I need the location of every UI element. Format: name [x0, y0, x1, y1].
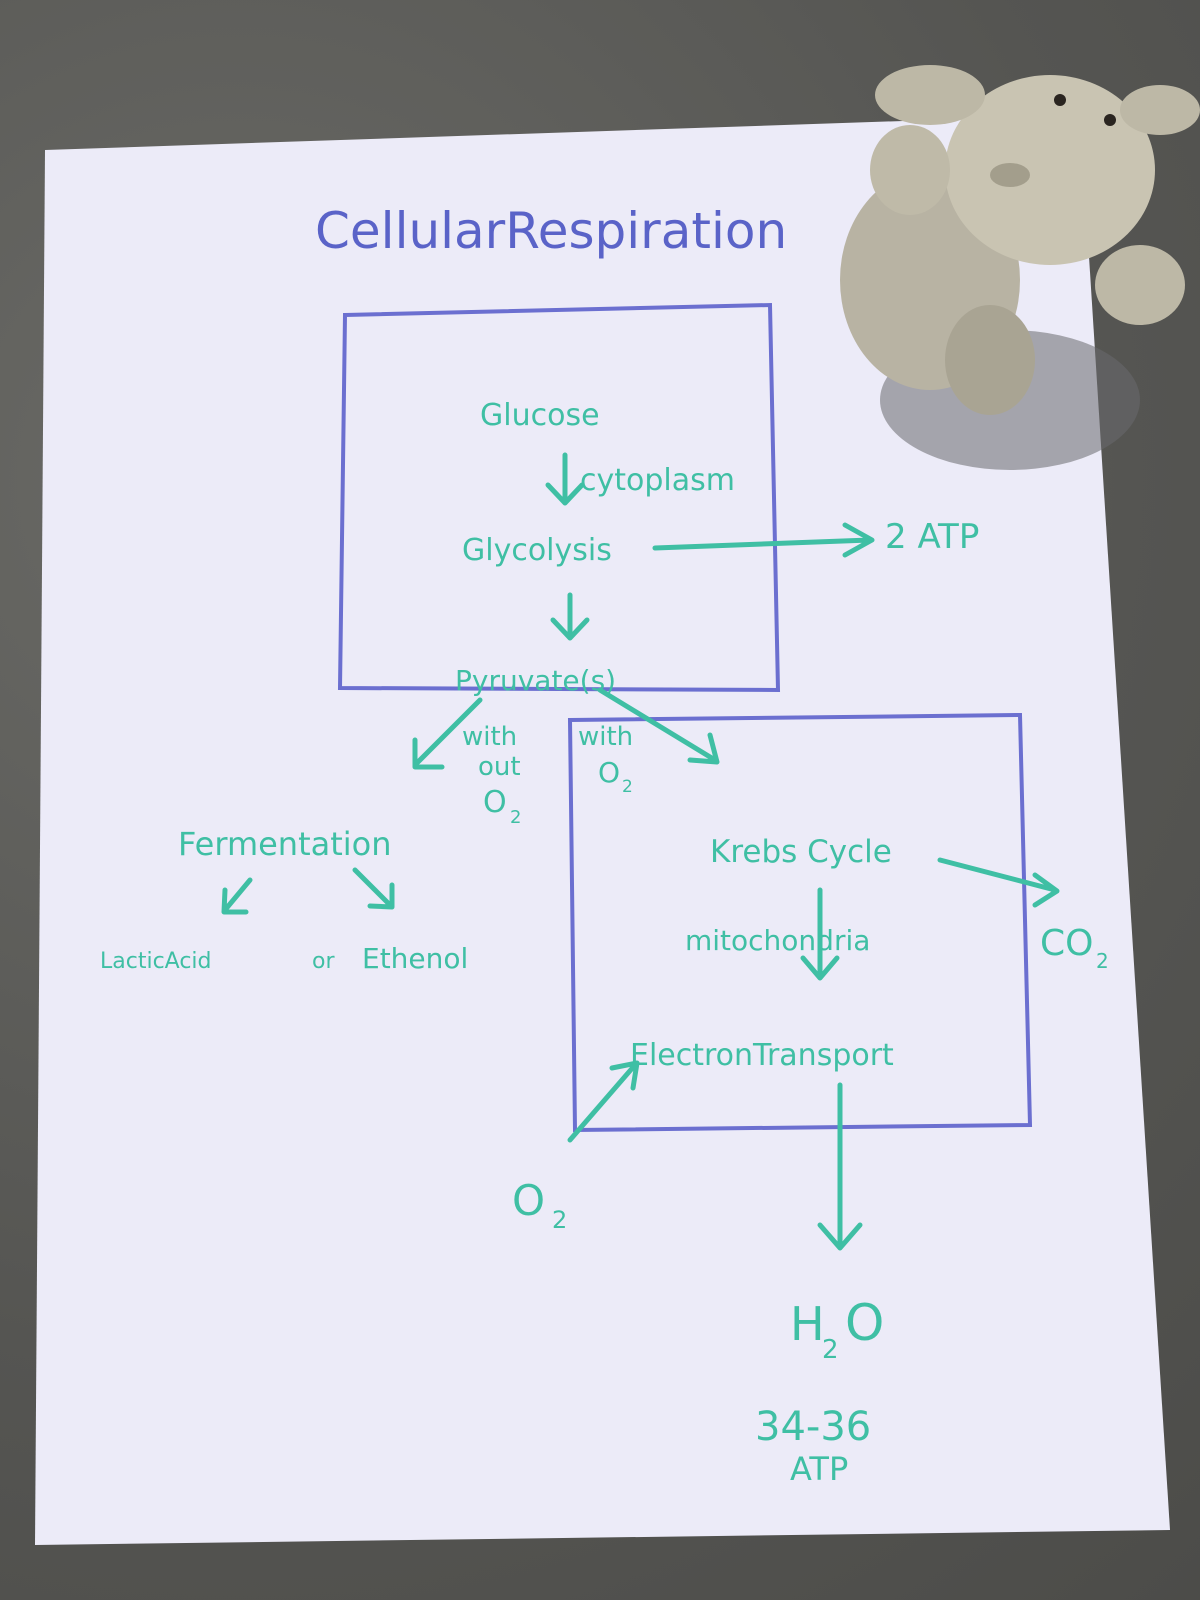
arrow-o2-to-etc: [567, 1060, 640, 1143]
label-electron-transport: ElectronTransport: [630, 1038, 894, 1073]
arrow-etc-to-h2o: [817, 1082, 863, 1251]
label-pyruvate: Pyruvate(s): [455, 664, 616, 697]
mitochondria-box: [567, 712, 1033, 1133]
label-h2o-h: H: [790, 1297, 825, 1351]
label-ethanol: Ethenol: [362, 942, 468, 975]
label-mitochondria: mitochondria: [685, 924, 870, 957]
label-with-o-sub: 2: [622, 777, 633, 797]
label-2-atp: 2 ATP: [885, 517, 979, 557]
label-atp-range: 34-36: [755, 1404, 871, 1450]
label-co2: CO: [1040, 923, 1093, 964]
label-h2o-o: O: [845, 1294, 884, 1352]
arrow-to-ethanol: [352, 867, 395, 910]
sheep-plush-toy: [840, 65, 1200, 470]
arrows: [221, 452, 1060, 1251]
label-glycolysis: Glycolysis: [462, 533, 612, 568]
label-fermentation: Fermentation: [178, 825, 392, 863]
arrow-to-lactic-acid: [221, 877, 253, 915]
arrow-to-krebs: [597, 687, 720, 765]
label-cytoplasm: cytoplasm: [580, 463, 735, 498]
paper-sheet: [35, 115, 1170, 1545]
label-lactic-acid: LacticAcid: [100, 949, 212, 974]
label-without-o-sub: 2: [510, 807, 521, 828]
label-o2-input-sub: 2: [552, 1206, 567, 1234]
cytoplasm-box: [337, 302, 781, 693]
label-krebs-cycle: Krebs Cycle: [710, 834, 892, 870]
arrow-glycolysis-to-pyruvate: [550, 592, 590, 641]
label-atp-unit: ATP: [790, 1450, 848, 1488]
arrow-to-2atp: [652, 522, 875, 558]
label-o2-input: O: [512, 1176, 545, 1225]
arrow-to-fermentation: [412, 697, 483, 770]
label-glucose: Glucose: [480, 398, 600, 433]
label-without-o: O: [483, 785, 507, 820]
label-without-1: with: [462, 722, 517, 752]
diagram-title: CellularRespiration: [315, 202, 787, 260]
arrow-to-co2: [937, 857, 1060, 908]
arrow-krebs-to-etc: [800, 887, 840, 981]
label-h2o-sub: 2: [822, 1335, 839, 1365]
label-with-o: O: [598, 756, 620, 789]
label-co2-sub: 2: [1096, 949, 1109, 973]
label-with-1: with: [578, 722, 633, 752]
label-without-2: out: [478, 752, 521, 782]
arrow-glucose-to-glycolysis: [545, 452, 585, 506]
label-or: or: [312, 949, 335, 974]
